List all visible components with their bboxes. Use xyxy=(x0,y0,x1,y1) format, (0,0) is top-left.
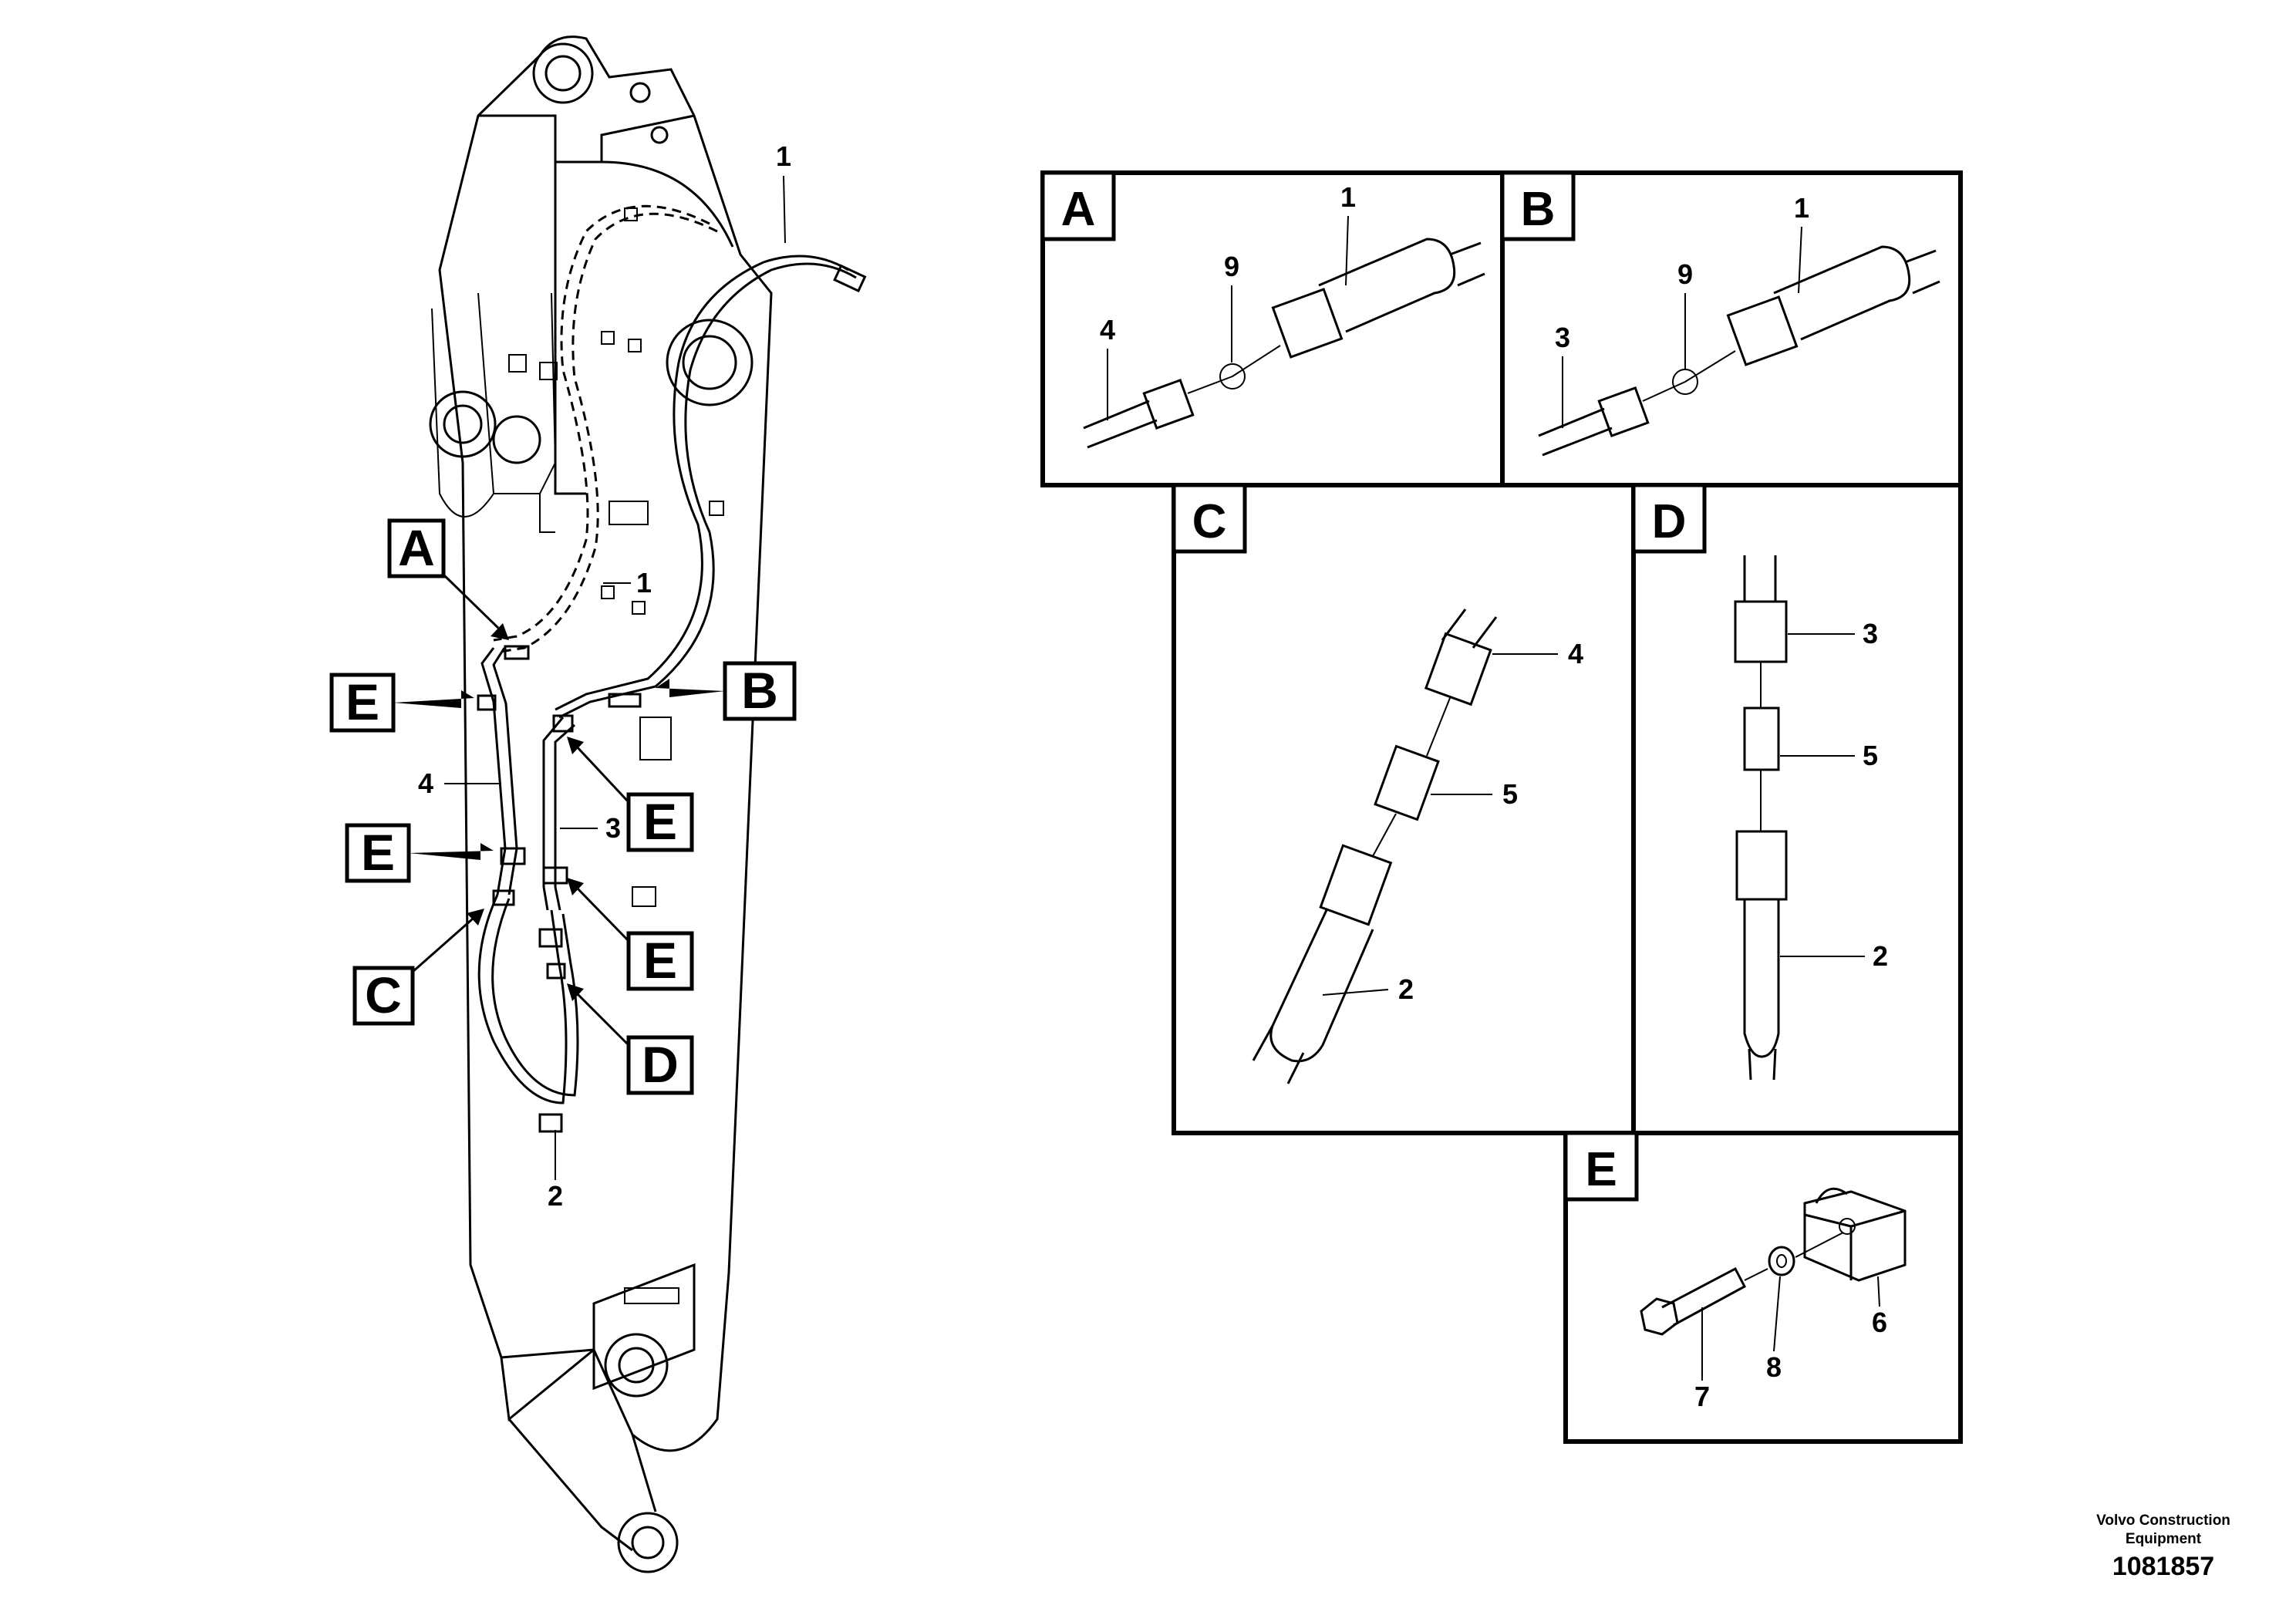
panelD-label-3: 3 xyxy=(1863,618,1878,649)
detail-panel-E: E 7 8 6 xyxy=(1563,1131,1963,1444)
footer-branding: Volvo Construction Equipment 1081857 xyxy=(2071,1512,2256,1582)
panelC-label-5: 5 xyxy=(1502,778,1518,810)
svg-text:E: E xyxy=(643,793,677,850)
svg-text:E: E xyxy=(361,824,395,881)
panelD-label-5: 5 xyxy=(1863,740,1878,771)
boom-drawing xyxy=(429,35,867,1573)
panelA-label-4: 4 xyxy=(1100,314,1115,346)
callout-box-E1: E xyxy=(329,673,474,733)
panelC-label-4: 4 xyxy=(1568,638,1583,669)
brand-line-1: Volvo Construction xyxy=(2096,1512,2230,1529)
svg-text:B: B xyxy=(741,662,778,719)
callout-box-C: C xyxy=(352,909,484,1026)
boom-label-4: 4 xyxy=(418,767,433,799)
svg-text:E: E xyxy=(1585,1143,1617,1196)
detail-panel-C: C 4 5 2 xyxy=(1172,483,1636,1135)
boom-label-2: 2 xyxy=(548,1180,563,1212)
document-number: 1081857 xyxy=(2112,1552,2215,1581)
detail-panel-B: B 1 9 3 xyxy=(1500,170,1963,487)
svg-text:E: E xyxy=(643,932,677,989)
panelE-label-8: 8 xyxy=(1766,1351,1782,1383)
panelE-label-6: 6 xyxy=(1872,1307,1887,1338)
panelC-label-2: 2 xyxy=(1398,973,1414,1005)
panelA-label-1: 1 xyxy=(1340,181,1356,213)
panelB-label-9: 9 xyxy=(1677,258,1693,290)
panelA-label-9: 9 xyxy=(1224,251,1239,282)
boom-label-1-top: 1 xyxy=(776,140,791,172)
brand-line-2: Equipment xyxy=(2125,1531,2202,1547)
panelD-label-2: 2 xyxy=(1873,940,1888,972)
svg-text:C: C xyxy=(365,966,402,1023)
svg-text:A: A xyxy=(1061,183,1096,236)
svg-text:D: D xyxy=(642,1036,679,1093)
panelB-label-3: 3 xyxy=(1555,322,1570,353)
panelB-label-1: 1 xyxy=(1794,192,1809,224)
callout-box-E3: E xyxy=(345,823,494,883)
svg-text:B: B xyxy=(1521,183,1556,236)
panelE-label-7: 7 xyxy=(1694,1381,1710,1412)
callout-box-E2: E xyxy=(567,737,694,852)
svg-text:E: E xyxy=(346,673,379,730)
callout-box-A: A xyxy=(387,518,509,640)
boom-label-3: 3 xyxy=(605,812,621,844)
detail-panel-A: A 1 9 4 xyxy=(1040,170,1505,487)
callout-box-E4: E xyxy=(567,878,694,991)
detail-panel-D: D 3 5 2 xyxy=(1631,483,1963,1135)
boom-label-1-mid: 1 xyxy=(636,567,652,599)
callout-box-B: B xyxy=(656,661,797,721)
callout-box-D: D xyxy=(567,983,694,1095)
svg-text:C: C xyxy=(1192,495,1227,548)
svg-text:D: D xyxy=(1652,495,1687,548)
svg-text:A: A xyxy=(398,519,435,576)
